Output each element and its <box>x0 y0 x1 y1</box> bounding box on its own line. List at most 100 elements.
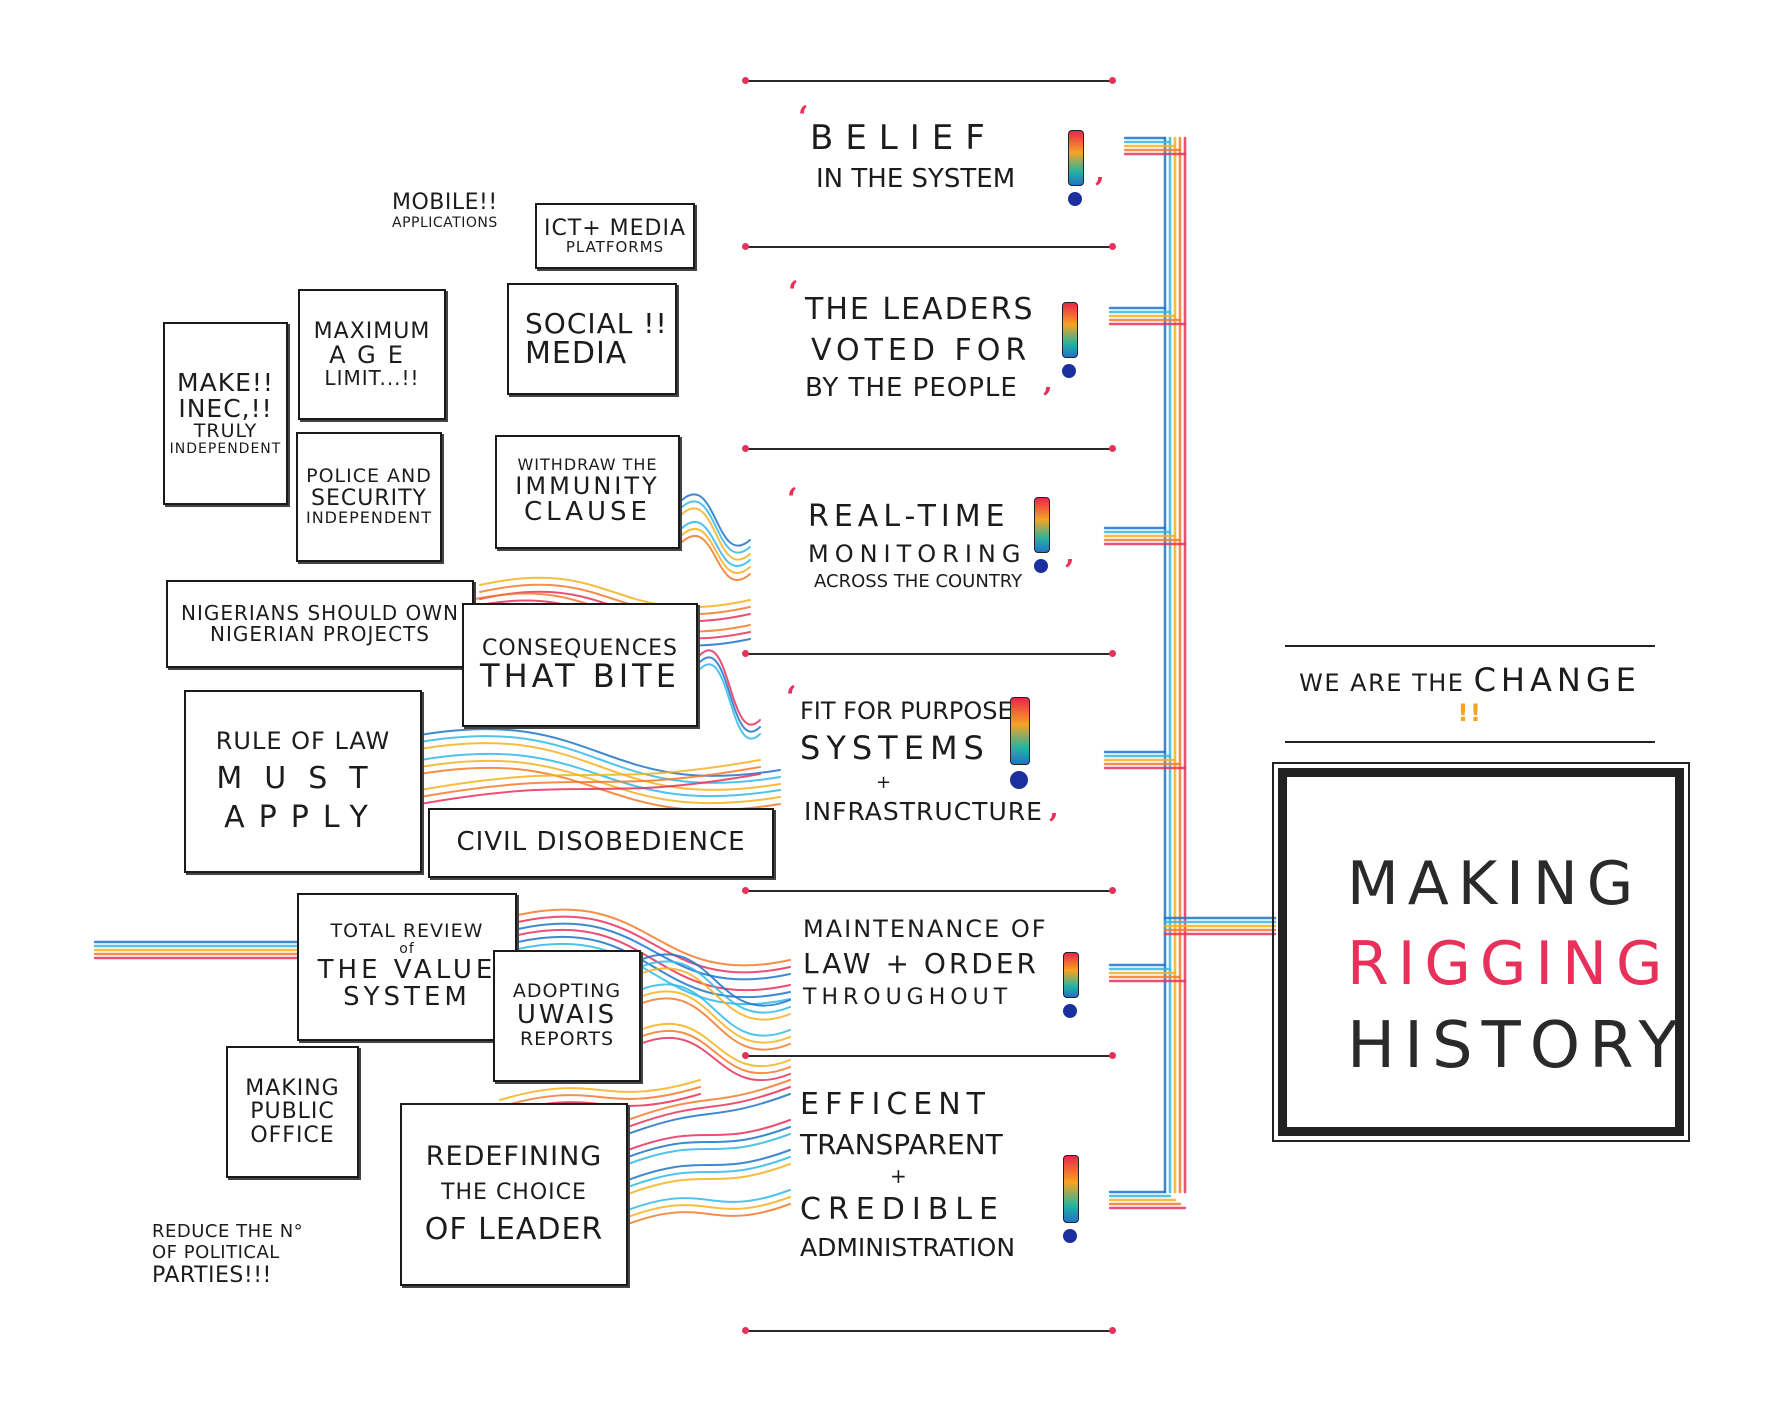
closing-quote-icon: ’ <box>1048 808 1059 843</box>
item-5-line-2: LAW + ORDER <box>803 947 1040 981</box>
slogan-banner: WE ARE THE CHANGE !! <box>1285 645 1655 743</box>
separator-6 <box>742 1052 1116 1059</box>
total-review-value-system-box: TOTAL REVIEW OF THE VALUE SYSTEM <box>297 893 517 1041</box>
feeder-wave-line <box>681 493 751 547</box>
feeder-wave-line <box>627 1079 791 1121</box>
feeder-wave-line <box>517 922 791 981</box>
review-line-4: SYSTEM <box>343 982 471 1013</box>
feeder-wave-line <box>627 1196 791 1218</box>
max-age-line-3: LIMIT...!! <box>324 366 420 391</box>
item-6-line-2: TRANSPARENT <box>800 1127 1003 1161</box>
exclamation-icon <box>1063 952 1079 1018</box>
item-leaders-voted-for: THE LEADERS VOTED FOR BY THE PEOPLE <box>805 290 1165 406</box>
main-title-box: MAKING RIGGING HISTORY <box>1272 762 1690 1142</box>
mobile-line-2: APPLICATIONS <box>392 215 498 232</box>
feeder-wave-line <box>627 1126 791 1158</box>
adopting-uwais-reports-box: ADOPTING UWAIS REPORTS <box>493 950 641 1082</box>
immunity-line-2: IMMUNITY <box>515 472 660 501</box>
exclamation-icon <box>1062 302 1078 378</box>
social-line-2: MEDIA <box>525 335 628 371</box>
civil-disobedience-box: CIVIL DISOBEDIENCE <box>428 808 774 878</box>
exclamation-icon <box>1068 130 1084 206</box>
opening-quote-icon: ‘ <box>798 100 809 135</box>
separator-4 <box>742 650 1116 657</box>
feeder-wave-line <box>517 942 791 1006</box>
make-inec-independent-box: MAKE!! INEC,!! TRULY INDEPENDENT <box>163 322 288 505</box>
make-inec-line-2: INEC,!! <box>178 394 273 424</box>
feeder-wave-line <box>419 735 781 784</box>
main-title-line-1: MAKING <box>1347 849 1643 919</box>
consequences-that-bite-box: CONSEQUENCES THAT BITE <box>462 603 698 727</box>
review-line-2: OF <box>399 941 415 958</box>
item-5-line-1: MAINTENANCE OF <box>803 915 1048 943</box>
exclamation-icon <box>1034 497 1050 573</box>
rule-line-3: APPLY <box>224 800 382 836</box>
public-line-1: MAKING <box>245 1076 340 1102</box>
exclamation-icon <box>1063 1155 1079 1243</box>
item-3-line-2: MONITORING <box>808 539 1027 568</box>
item-4-line-2: SYSTEMS <box>800 729 990 768</box>
max-age-line-2: AGE <box>329 340 415 369</box>
uwais-line-1: ADOPTING <box>512 980 622 1003</box>
ict-line-1: ICT+ MEDIA <box>543 215 687 241</box>
uwais-line-2: UWAIS <box>516 1000 618 1031</box>
feeder-wave-line <box>639 990 791 1044</box>
make-inec-line-3: TRULY <box>193 420 258 443</box>
make-inec-line-4: INDEPENDENT <box>169 441 282 458</box>
consequences-line-1: CONSEQUENCES <box>481 635 678 661</box>
item-fit-for-purpose: FIT FOR PURPOSE SYSTEMS + INFRASTRUCTURE <box>800 695 1160 829</box>
feeder-wave-line <box>499 1079 701 1101</box>
feeder-wave-line <box>499 1086 701 1108</box>
feeder-wave-line <box>681 534 751 582</box>
closing-quote-icon: ’ <box>1042 382 1053 417</box>
feeder-wave-line <box>699 656 761 733</box>
feeder-wave-line <box>639 967 791 1021</box>
reduce-line-1: REDUCE THE N° <box>152 1221 304 1242</box>
feeder-wave-line <box>627 1156 791 1188</box>
feeder-wave-line <box>639 997 791 1051</box>
item-4-line-1: FIT FOR PURPOSE <box>800 697 1013 725</box>
nigerians-own-projects-box: NIGERIANS SHOULD OWN NIGERIAN PROJECTS <box>166 580 474 668</box>
main-title-line-3: HISTORY <box>1347 1009 1687 1083</box>
redefining-line-3: OF LEADER <box>424 1212 604 1248</box>
police-security-independent-box: POLICE AND SECURITY INDEPENDENT <box>296 432 442 562</box>
item-5-line-3: THROUGHOUT <box>803 985 1013 1011</box>
separator-7 <box>742 1327 1116 1334</box>
review-line-1: TOTAL REVIEW <box>330 920 484 943</box>
item-6-line-4: CREDIBLE <box>800 1192 1005 1228</box>
feeder-wave-line <box>517 935 791 999</box>
feeder-wave-line <box>419 728 781 777</box>
feeder-wave-line <box>627 1163 791 1195</box>
feeder-wave-line <box>681 520 751 568</box>
uwais-line-3: REPORTS <box>519 1027 615 1050</box>
feeder-wave-line <box>699 663 761 740</box>
item-4-line-4: INFRASTRUCTURE <box>804 796 1043 826</box>
feeder-wave-line <box>681 500 751 554</box>
feeder-wave-line <box>627 1093 791 1135</box>
public-line-3: OFFICE <box>250 1122 335 1148</box>
slogan-part-2: CHANGE <box>1473 661 1641 699</box>
immunity-line-3: CLAUSE <box>524 497 651 528</box>
nigerians-line-1: NIGERIANS SHOULD OWN <box>181 601 459 625</box>
mobile-line-1: MOBILE!! <box>392 190 498 215</box>
separator-3 <box>742 445 1116 452</box>
immunity-line-1: WITHDRAW THE <box>517 455 658 475</box>
feeder-wave-line <box>517 908 791 967</box>
item-maintenance-law-order: MAINTENANCE OF LAW + ORDER THROUGHOUT <box>803 913 1163 1013</box>
feeder-wave-line <box>419 759 761 791</box>
nigerians-line-2: NIGERIAN PROJECTS <box>210 622 430 646</box>
feeder-wave-line <box>627 1189 791 1211</box>
consequences-line-2: THAT BITE <box>480 656 680 695</box>
police-line-3: INDEPENDENT <box>305 508 432 528</box>
item-efficient-administration: EFFICENT TRANSPARENT + CREDIBLE ADMINIST… <box>800 1085 1160 1265</box>
feeder-wave-line <box>639 960 791 1014</box>
reduce-political-parties-note: REDUCE THE N° OF POLITICAL PARTIES!!! <box>152 1221 304 1289</box>
separator-5 <box>742 887 1116 894</box>
redefining-choice-of-leader-box: REDEFINING THE CHOICE OF LEADER <box>400 1103 628 1286</box>
redefining-line-1: REDEFINING <box>425 1141 603 1173</box>
item-3-line-1: REAL-TIME <box>808 499 1010 534</box>
separator-2 <box>742 243 1116 250</box>
make-inec-line-1: MAKE!! <box>177 367 274 397</box>
item-real-time-monitoring: REAL-TIME MONITORING ACROSS THE COUNTRY <box>808 497 1168 594</box>
